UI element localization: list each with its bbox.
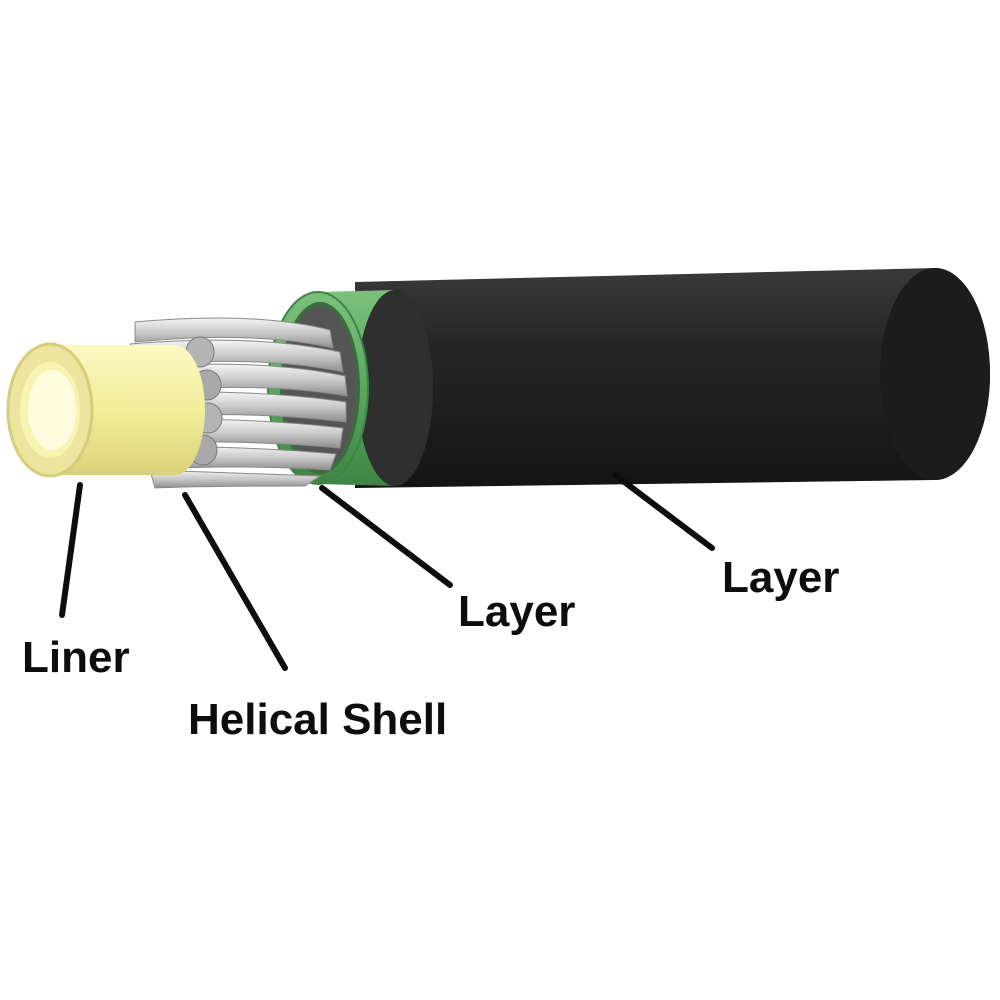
leader-line-inner-layer (319, 485, 453, 588)
leader-lines (59, 472, 715, 671)
outer-jacket (355, 268, 990, 488)
leader-line-liner (59, 482, 83, 618)
label-inner-layer: Layer (458, 587, 576, 636)
leader-line-outer-layer (612, 472, 715, 551)
label-liner: Liner (22, 633, 130, 682)
liner (6, 342, 205, 478)
leader-line-helical-shell (182, 492, 288, 671)
label-outer-layer: Layer (722, 553, 840, 602)
label-helical-shell: Helical Shell (188, 695, 448, 744)
helical-shell (127, 306, 356, 489)
